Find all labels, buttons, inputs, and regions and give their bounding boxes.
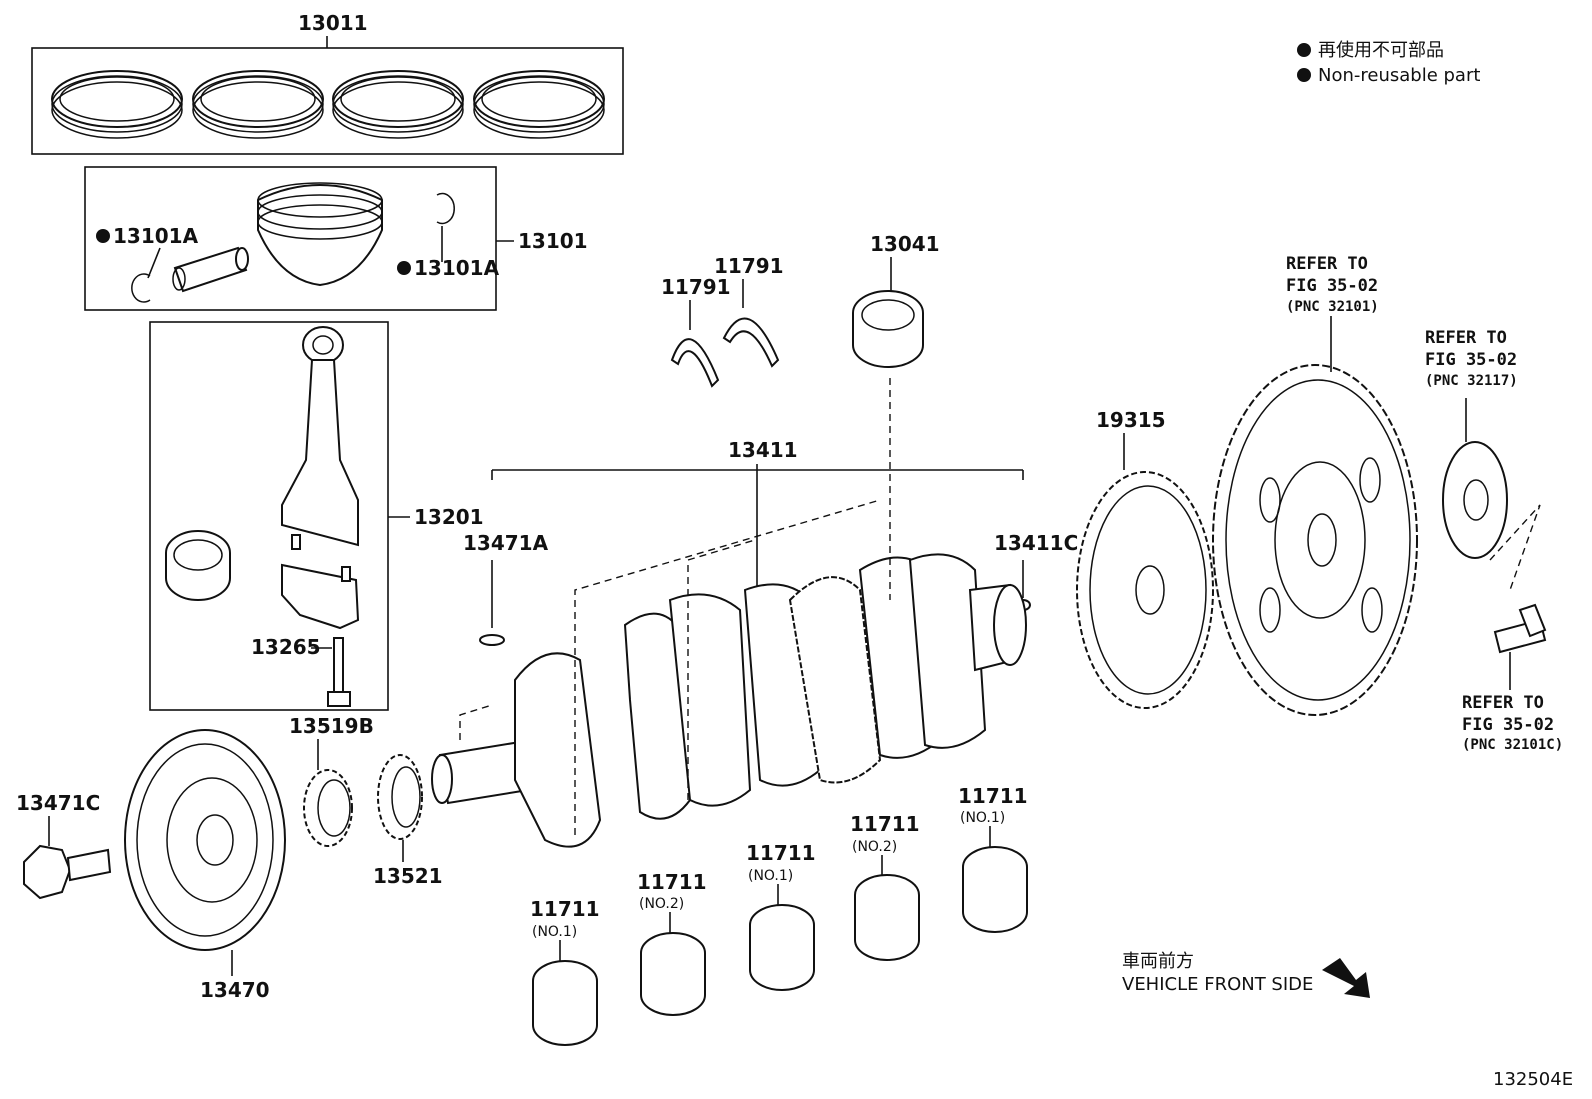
figure-id: 132504E (1493, 1069, 1573, 1090)
label-bearing-sub: (NO.2) (852, 839, 897, 855)
label-13471a: 13471A (463, 531, 549, 555)
vehicle-front-indicator: 車両前方 VEHICLE FRONT SIDE (1122, 951, 1370, 998)
label-11711: 11711 (850, 812, 920, 836)
label-bearing-sub: (NO.1) (748, 868, 793, 884)
label-11711: 11711 (746, 841, 816, 865)
non-reusable-dot-icon (1297, 43, 1311, 57)
thrust-washer-11791-left[interactable]: 11791 (661, 275, 731, 388)
label-13471c: 13471C (16, 791, 100, 815)
rod-bearing-icon (165, 530, 231, 601)
legend: 再使用不可部品 Non-reusable part (1297, 40, 1480, 86)
piston-ring-icon (51, 70, 183, 139)
piston-assembly-13101[interactable]: 13101 13101A 13101A (84, 166, 588, 311)
flywheel-spacer[interactable] (1442, 398, 1541, 591)
refer-line2: FIG 35-02 (1462, 715, 1554, 735)
snap-ring-icon (436, 192, 455, 225)
label-bearing-sub: (NO.1) (532, 924, 577, 940)
label-11711: 11711 (637, 870, 707, 894)
rod-bolt-icon (327, 637, 351, 707)
label-11791-right: 11791 (714, 254, 784, 278)
piston-ring-icon (473, 70, 605, 139)
refer-line3: (PNC 32117) (1425, 373, 1518, 389)
label-13101a-right: 13101A (414, 256, 500, 280)
pulley-bolt-13471c[interactable]: 13471C (16, 791, 112, 900)
piston-ring-set-13011[interactable]: 13011 (31, 11, 624, 155)
non-reusable-dot-icon (96, 229, 110, 243)
crankshaft-pulley-13470[interactable]: 13470 (124, 729, 286, 1002)
legend-jp: 再使用不可部品 (1318, 40, 1444, 61)
crank-bearing-11711-5[interactable]: 11711 (NO.1) (958, 784, 1028, 933)
legend-en: Non-reusable part (1318, 65, 1480, 86)
refer-line1: REFER TO (1425, 328, 1507, 348)
crank-sprocket-13521[interactable]: 13521 (373, 754, 443, 888)
refer-line3: (PNC 32101C) (1462, 737, 1563, 753)
refer-line1: REFER TO (1286, 254, 1368, 274)
label-13411: 13411 (728, 438, 798, 462)
label-13470: 13470 (200, 978, 270, 1002)
refer-line2: FIG 35-02 (1286, 276, 1378, 296)
label-13101a-left: 13101A (113, 224, 199, 248)
piston-icon (257, 182, 383, 287)
label-19315: 19315 (1096, 408, 1166, 432)
label-11711: 11711 (958, 784, 1028, 808)
main-bearing-13041[interactable]: 13041 (852, 232, 940, 368)
crank-bearing-11711-4[interactable]: 11711 (NO.2) (850, 812, 920, 961)
label-bearing-sub: (NO.2) (639, 896, 684, 912)
label-13201: 13201 (414, 505, 484, 529)
connecting-rod-icon (281, 326, 360, 630)
crank-sprocket-13519b[interactable]: 13519B (289, 714, 374, 847)
refer-line3: (PNC 32101) (1286, 299, 1379, 315)
label-13265: 13265 (251, 635, 321, 659)
refer-to-32101c[interactable]: REFER TO FIG 35-02 (PNC 32101C) (1462, 693, 1563, 753)
label-11791-left: 11791 (661, 275, 731, 299)
piston-ring-icon (192, 70, 324, 139)
piston-ring-icon (332, 70, 464, 139)
thrust-washer-11791-right[interactable]: 11791 (714, 254, 784, 368)
label-13041: 13041 (870, 232, 940, 256)
non-reusable-dot-icon (397, 261, 411, 275)
piston-pin-icon (172, 246, 249, 293)
crankshaft-13411[interactable]: 13411 13471A 13411C (431, 378, 1078, 848)
drive-plate[interactable] (1212, 364, 1418, 716)
label-11711: 11711 (530, 897, 600, 921)
woodruff-key-icon (479, 634, 505, 646)
crankshaft-icon (431, 553, 1027, 848)
refer-line2: FIG 35-02 (1425, 350, 1517, 370)
flywheel-bolt[interactable] (1493, 603, 1547, 690)
label-13521: 13521 (373, 864, 443, 888)
label-13101: 13101 (518, 229, 588, 253)
label-13411c: 13411C (994, 531, 1078, 555)
arrow-down-right-icon (1322, 958, 1370, 998)
front-side-jp: 車両前方 (1122, 951, 1194, 972)
label-13011: 13011 (298, 11, 368, 35)
front-side-en: VEHICLE FRONT SIDE (1122, 974, 1313, 995)
refer-to-32117[interactable]: REFER TO FIG 35-02 (PNC 32117) (1425, 328, 1518, 389)
crank-bearing-11711-1[interactable]: 11711 (NO.1) (530, 897, 600, 1046)
label-bearing-sub: (NO.1) (960, 810, 1005, 826)
label-13519b: 13519B (289, 714, 374, 738)
timing-rotor-19315[interactable]: 19315 (1076, 408, 1214, 709)
refer-to-32101[interactable]: REFER TO FIG 35-02 (PNC 32101) (1286, 254, 1379, 372)
snap-ring-icon (131, 273, 151, 303)
connecting-rod-13201[interactable]: 13201 13265 (149, 321, 484, 711)
crank-bearing-11711-2[interactable]: 11711 (NO.2) (637, 870, 707, 1016)
crank-bearing-11711-3[interactable]: 11711 (NO.1) (746, 841, 816, 991)
non-reusable-dot-icon (1297, 68, 1311, 82)
refer-line1: REFER TO (1462, 693, 1544, 713)
